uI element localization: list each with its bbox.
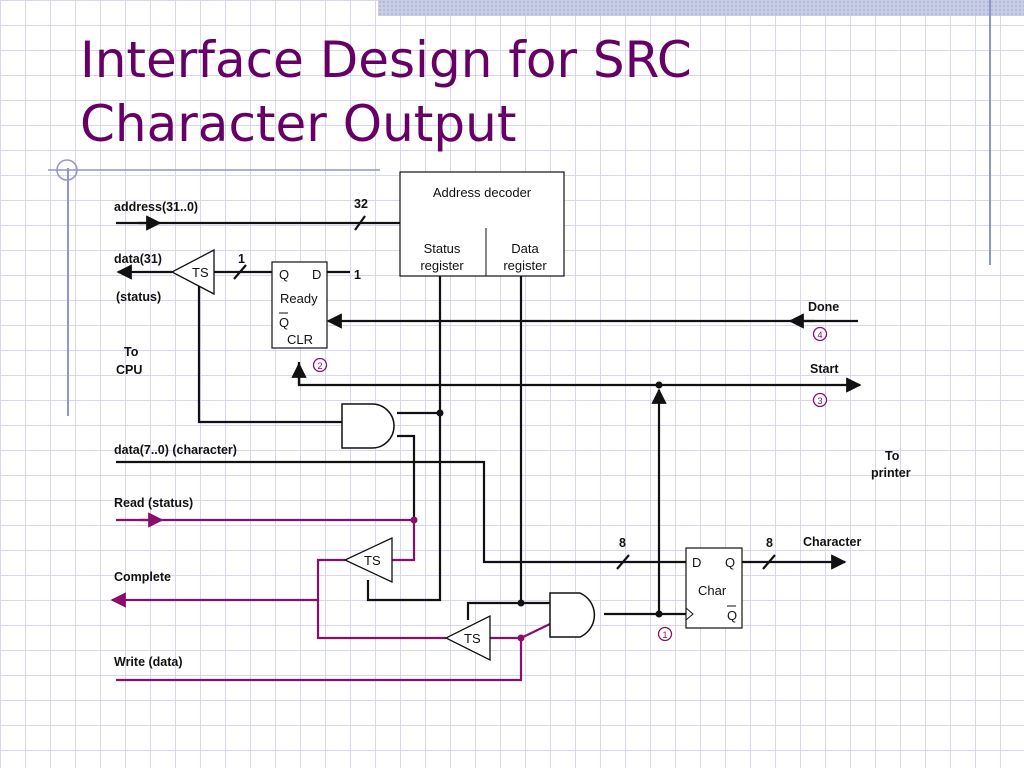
tristate-buffer-complete (343, 536, 393, 584)
header-band (378, 0, 1024, 16)
decorative-rule-left (67, 168, 69, 416)
ready-q-label: Q (279, 267, 289, 282)
junction-dot (410, 516, 418, 524)
write-to-and-wire (520, 623, 551, 639)
read-to-ts-wire (392, 520, 416, 562)
status-enable-wire (197, 281, 342, 424)
address-label: address(31..0) (114, 200, 198, 214)
status-register-label-2: register (420, 258, 464, 273)
status-label: (status) (116, 290, 161, 304)
to-cpu-label-1: To (124, 345, 139, 359)
complete-label: Complete (114, 570, 171, 584)
data31-label: data(31) (114, 252, 162, 266)
write-data-label: Write (data) (114, 655, 183, 669)
step-marker-3: 3 (812, 392, 828, 408)
done-label: Done (808, 300, 839, 314)
svg-text:2: 2 (317, 361, 322, 371)
char-q-label: Q (725, 555, 735, 570)
svg-text:4: 4 (817, 330, 822, 340)
character-label: Character (803, 535, 861, 549)
and-gate-write (549, 592, 596, 638)
step-marker-4: 4 (812, 326, 828, 342)
ready-name-label: Ready (280, 291, 318, 306)
start-label: Start (810, 362, 839, 376)
title-line-1: Interface Design for SRC (80, 31, 692, 89)
status-register-wire (366, 276, 442, 602)
address-width-slash (354, 215, 366, 231)
address-width-label: 32 (354, 197, 368, 211)
ts-label: TS (192, 265, 209, 280)
ts-label: TS (364, 553, 381, 568)
tristate-buffer-status (170, 248, 215, 296)
start-wire (297, 362, 862, 393)
char-qbar-label: Q (727, 608, 737, 623)
clock-input-icon (685, 607, 694, 621)
ready-d-value-label: 1 (354, 268, 361, 282)
decorative-rule-right (989, 0, 991, 265)
and-gate-status (341, 403, 395, 449)
title-line-2: Character Output (80, 95, 517, 153)
char-data-bus-wire (116, 460, 686, 564)
status-register-label-1: Status (424, 241, 461, 256)
address-decoder-label: Address decoder (433, 185, 532, 200)
data-register-label-1: Data (511, 241, 539, 256)
step-marker-2: 2 (312, 357, 328, 373)
data-register-label-2: register (503, 258, 547, 273)
ready-d-label: D (312, 267, 321, 282)
read-status-label: Read (status) (114, 496, 193, 510)
char-in-width-slash (616, 554, 630, 570)
svg-text:1: 1 (662, 630, 667, 640)
to-printer-label-1: To (885, 449, 900, 463)
char-register (685, 547, 743, 629)
char-name-label: Char (698, 583, 727, 598)
junction-dot (655, 610, 663, 618)
svg-text:3: 3 (817, 396, 822, 406)
address-decoder-block (399, 171, 565, 277)
data-reg-to-ts-wire (466, 601, 550, 620)
slide-title: Interface Design for SRC Character Outpu… (80, 28, 692, 156)
ready-flipflop (271, 261, 328, 349)
ts-label: TS (464, 631, 481, 646)
crosshair-icon (48, 159, 380, 181)
char-out-width-label: 8 (766, 536, 773, 550)
char-in-width-label: 8 (619, 536, 626, 550)
to-printer-label-2: printer (871, 466, 911, 480)
tristate-buffer-write (444, 614, 491, 662)
char-d-label: D (692, 555, 701, 570)
char-out-width-slash (762, 554, 776, 570)
junction-dot (655, 381, 663, 389)
ready-clr-label: CLR (287, 332, 313, 347)
ready-width-slash (233, 264, 247, 280)
ready-qbar-label: Q (279, 315, 289, 330)
step-marker-1: 1 (657, 626, 673, 642)
write-data-wire (116, 636, 523, 682)
ready-in-width-label: 1 (238, 252, 245, 266)
and1-input-wire (397, 434, 416, 520)
to-cpu-label-2: CPU (116, 363, 142, 377)
data-char-label: data(7..0) (character) (114, 443, 237, 457)
